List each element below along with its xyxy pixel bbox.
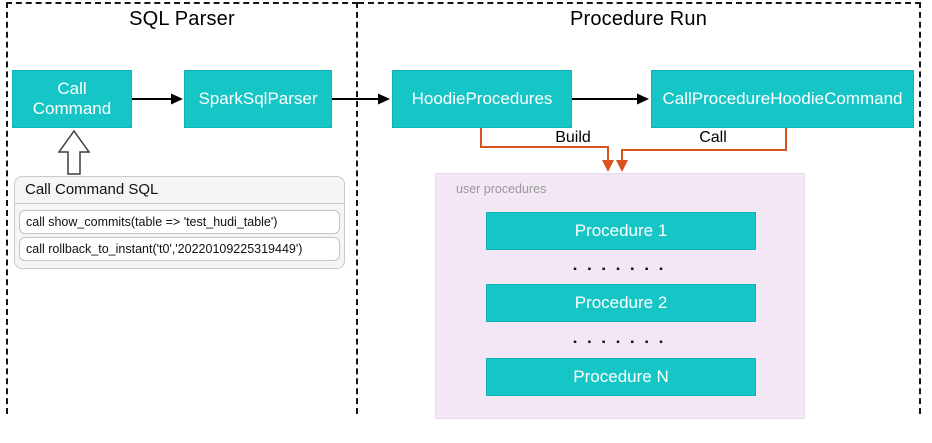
sql-example-row: call rollback_to_instant('t0','202201092… <box>19 237 340 261</box>
hoodie-procedures-node: HoodieProcedures <box>392 70 572 128</box>
ellipsis-dots: ▪ ▪ ▪ ▪ ▪ ▪ ▪ <box>573 264 667 275</box>
procedure-2-node: Procedure 2 <box>486 284 756 322</box>
procedure-run-title: Procedure Run <box>569 8 708 30</box>
sql-panel-body: call show_commits(table => 'test_hudi_ta… <box>15 204 344 268</box>
call-command-node: Call Command <box>12 70 132 128</box>
call-edge-label: Call <box>699 129 727 146</box>
procedure-1-node: Procedure 1 <box>486 212 756 250</box>
sql-parser-title: SQL Parser <box>129 8 235 30</box>
procedure-run-section: Procedure Run <box>358 2 921 414</box>
call-procedure-hoodie-command-node: CallProcedureHoodieCommand <box>651 70 914 128</box>
build-edge-label: Build <box>555 129 591 146</box>
sql-parser-section: SQL Parser <box>6 2 358 414</box>
call-command-sql-panel: Call Command SQL call show_commits(table… <box>14 176 345 269</box>
sql-example-row: call show_commits(table => 'test_hudi_ta… <box>19 210 340 234</box>
ellipsis-dots: ▪ ▪ ▪ ▪ ▪ ▪ ▪ <box>573 337 667 348</box>
user-procedures-container: user procedures Procedure 1 ▪ ▪ ▪ ▪ ▪ ▪ … <box>435 173 805 419</box>
spark-sql-parser-node: SparkSqlParser <box>184 70 332 128</box>
procedure-n-node: Procedure N <box>486 358 756 396</box>
user-procedures-label: user procedures <box>456 182 547 196</box>
sql-panel-header: Call Command SQL <box>15 177 344 204</box>
